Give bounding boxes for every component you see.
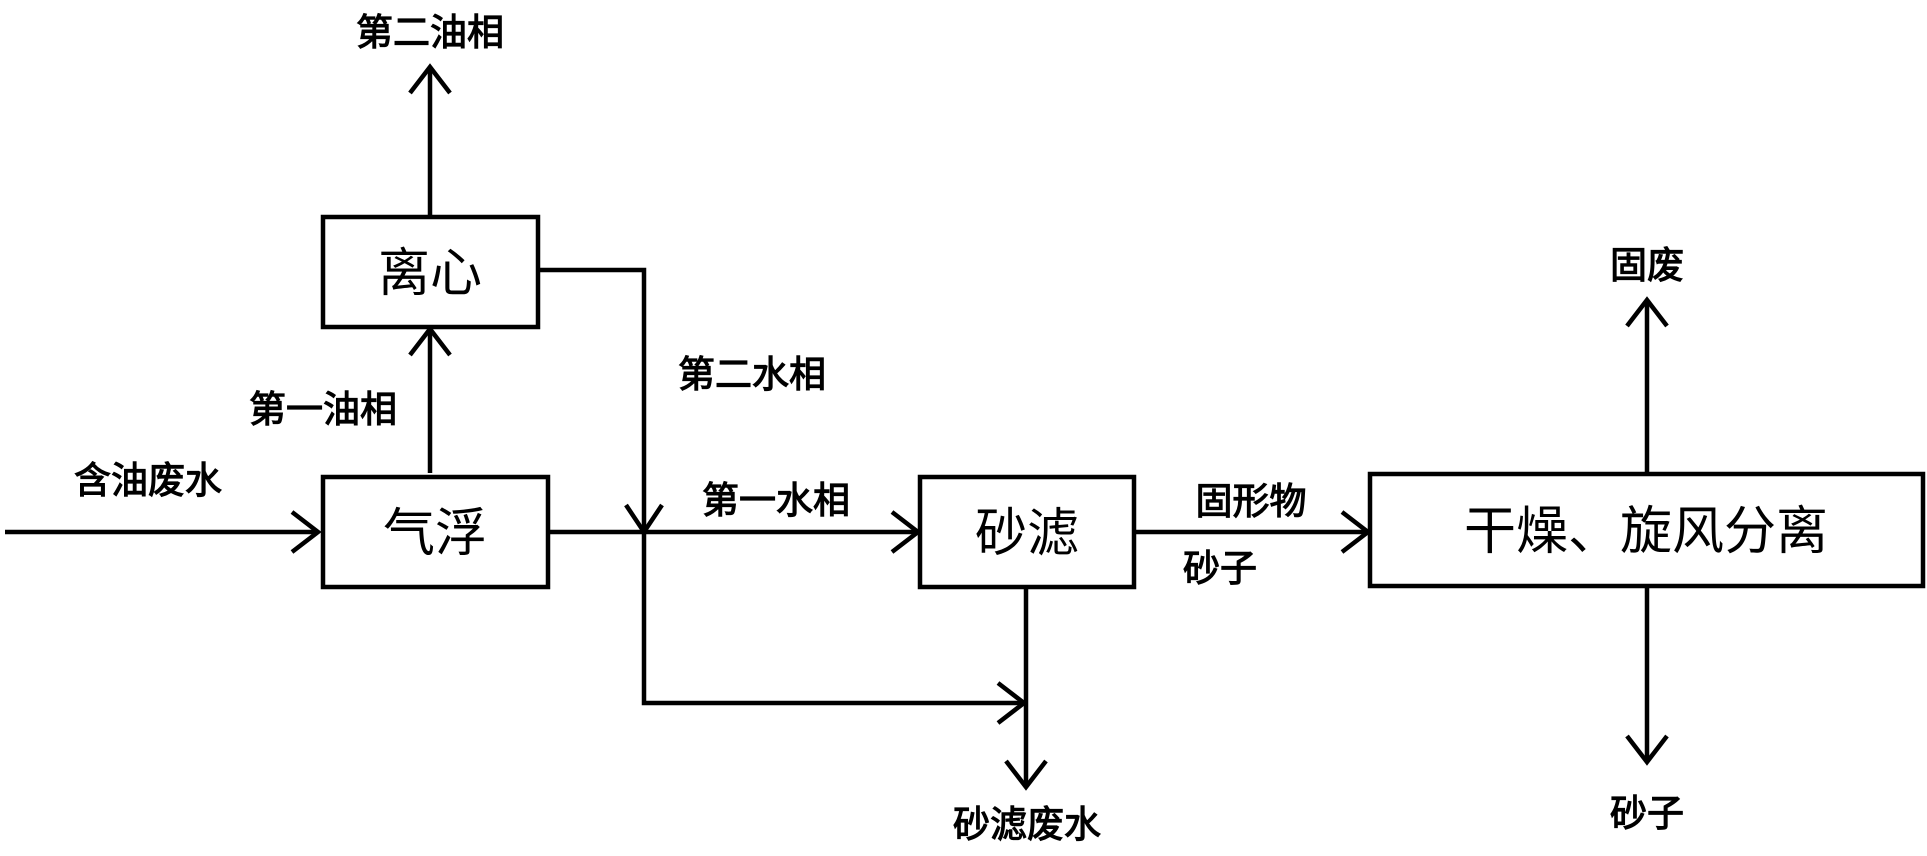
arrowhead-wastewater [1004, 759, 1048, 791]
second-oil-phase-label: 第二油相 [356, 11, 504, 54]
oily-wastewater-label: 含油废水 [74, 459, 223, 502]
first-oil-phase-label: 第一油相 [249, 388, 397, 431]
sand-filter-box: 砂滤 [917, 474, 1137, 590]
arrowhead-inlet [290, 510, 322, 554]
first-water-phase-label: 第一水相 [702, 479, 850, 522]
bypass-line [641, 532, 1024, 706]
solids-label: 固形物 [1196, 480, 1307, 523]
dry-cyclone-label: 干燥、旋风分离 [1464, 502, 1828, 562]
sand-filter-wastewater-label: 砂滤废水 [953, 803, 1102, 846]
arrowhead-sand-out [1625, 734, 1669, 766]
sand-mid-label: 砂子 [1183, 547, 1257, 590]
solid-waste-label: 固废 [1610, 244, 1684, 287]
second-water-phase-label: 第二水相 [678, 353, 826, 396]
stream-labels: 含油废水 第一油相 第二油相 第二水相 第一水相 固形物 砂子 砂滤废水 固废 … [74, 11, 1684, 846]
sand-filter-label: 砂滤 [975, 504, 1079, 564]
sand-out-label: 砂子 [1610, 792, 1684, 835]
flotation-box: 气浮 [320, 474, 551, 590]
flotation-label: 气浮 [383, 504, 487, 564]
flow-lines [5, 63, 1669, 791]
arrowhead-second-oil [408, 63, 452, 95]
centrifuge-box: 离心 [320, 214, 541, 330]
arrowhead-solid-waste [1625, 296, 1669, 328]
second-water-line [540, 267, 647, 532]
centrifuge-label: 离心 [378, 244, 482, 304]
dry-cyclone-box: 干燥、旋风分离 [1367, 471, 1926, 589]
